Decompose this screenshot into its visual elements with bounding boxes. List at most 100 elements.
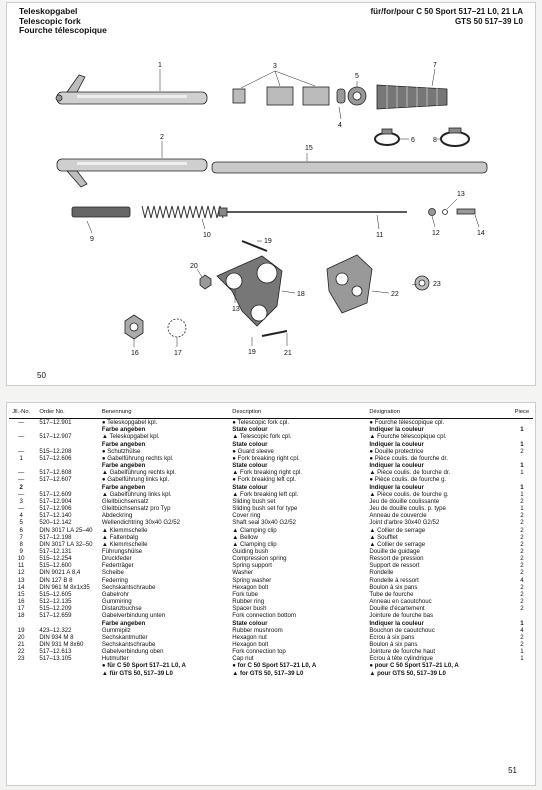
cell-pos: 12 xyxy=(17,569,25,577)
col-fr: Désignation xyxy=(369,409,400,415)
cell-fr: Support de ressort xyxy=(369,562,420,570)
cell-qty: 1 xyxy=(520,440,524,448)
cell-pos xyxy=(9,441,33,448)
cell-qty: 2 xyxy=(520,547,524,555)
part-compression-spring xyxy=(141,205,224,219)
cell-de: Gummipilz xyxy=(101,626,131,634)
callout-5: 5 xyxy=(355,73,359,80)
cell-pos: 16 xyxy=(17,598,25,606)
cell-fr: Jeu de douille coulissante xyxy=(369,497,440,505)
cell-fr: Ecrou à tête cylindrique xyxy=(369,655,434,663)
cell-de: Abdeckring xyxy=(101,512,133,520)
part-hexagon-nut xyxy=(199,274,212,290)
cell-en: ● Fork breaking right cpl. xyxy=(232,454,300,462)
cell-fr: Ecrou à six pans xyxy=(369,633,415,641)
cell-order: DIN 931 M 8x60 xyxy=(39,641,84,648)
cell-fr: Boulon à six pans xyxy=(369,583,418,591)
cell-fr: ▲ Collier de serrage xyxy=(369,540,426,548)
cell-de: ▲ Klemmschelle xyxy=(101,540,148,548)
cell-fr: ● Douille protectrice xyxy=(369,447,424,455)
cell-fr: ▲ Pièce coulis. de fourche g. xyxy=(369,490,449,498)
cell-pos: 11 xyxy=(17,562,25,570)
cell-pos: 17 xyxy=(17,605,25,613)
cell-order: 517–12.659 xyxy=(39,612,72,620)
cell-en: Hexagon nut xyxy=(232,633,267,641)
cell-qty xyxy=(511,670,533,677)
cell-qty xyxy=(511,612,533,619)
cell-qty: 2 xyxy=(520,497,524,505)
cell-qty: 2 xyxy=(520,590,524,598)
cell-fr: Indiquer la couleur xyxy=(369,426,424,434)
cell-pos xyxy=(9,670,33,677)
cell-order: 517–12.904 xyxy=(39,497,72,505)
callout-16: 16 xyxy=(131,350,139,357)
cell-en: Fork connection bottom xyxy=(232,612,296,620)
part-fork-slider-left xyxy=(56,158,208,188)
cell-qty: 2 xyxy=(520,569,524,577)
cell-en: ● Telescopic fork cpl. xyxy=(232,419,290,427)
cell-de: ▲ für GTS 50, 517–39 L0 xyxy=(101,669,173,677)
cell-fr: Boulon à six pans xyxy=(369,641,418,648)
part-hexagon-bolt xyxy=(456,208,476,215)
cell-de: Gabelrohr xyxy=(101,590,129,598)
cell-de: Sechskantmutter xyxy=(101,633,148,641)
cell-de: Gummiring xyxy=(101,598,132,606)
cell-en: ▲ Fork breaking left cpl. xyxy=(232,490,299,498)
cell-de: Wellendichtring 30x40 G2/52 xyxy=(101,519,180,527)
cell-en: ▲ Clamping clip xyxy=(232,540,277,548)
callout-1: 1 xyxy=(158,62,162,69)
cell-qty: 1 xyxy=(520,619,524,627)
cell-qty xyxy=(511,455,533,462)
cell-qty: 2 xyxy=(520,526,524,534)
cell-order: DIN 127 B 8 xyxy=(39,576,73,584)
cell-qty: 2 xyxy=(520,533,524,541)
cell-qty: 2 xyxy=(520,447,524,455)
cell-order: DIN 934 M 8 xyxy=(39,633,74,641)
cell-de: ▲ Gabelführung links kpl. xyxy=(101,490,172,498)
cell-pos: 23 xyxy=(17,655,25,663)
part-cover-ring xyxy=(336,88,346,104)
col-order: Order No. xyxy=(39,409,65,415)
cell-de: Federring xyxy=(101,576,128,584)
cell-order: 517–12.606 xyxy=(39,454,72,462)
cell-de: Gabelverbindung oben xyxy=(101,648,164,656)
cell-en: State colour xyxy=(232,426,268,434)
cell-de: ● Gabelführung links kpl. xyxy=(101,476,170,484)
part-clamping-clip-small xyxy=(374,128,400,146)
cell-pos: 14 xyxy=(17,583,25,591)
cell-qty: 1 xyxy=(520,505,524,513)
parts-table-body: —517–12.901● Teleskopgabel kpl.● Telesco… xyxy=(9,419,533,677)
cell-en: Spring support xyxy=(232,562,272,570)
cell-fr: ● Fourche télescopique cpl. xyxy=(369,419,445,427)
col-en: Description xyxy=(232,409,262,415)
cell-fr: ● Pièce coulis. de fourche g. xyxy=(369,476,447,484)
cell-fr: Ressort de pression xyxy=(369,555,424,563)
illustration-page: Teleskopgabel Telescopic fork Fourche té… xyxy=(6,2,536,386)
cell-qty: 1 xyxy=(520,648,524,656)
page-number-left: 50 xyxy=(37,371,46,380)
cell-order xyxy=(33,441,102,448)
table-row: —515–12.208● Schutzhülse● Guard sleeve● … xyxy=(9,448,533,455)
cell-pos: 1 xyxy=(19,454,23,462)
cell-order: 517–12.140 xyxy=(39,512,72,520)
cell-order: DIN 961 M 8x1x35 xyxy=(39,583,90,591)
cell-qty: 2 xyxy=(520,633,524,641)
cell-pos xyxy=(9,662,33,669)
cell-en: State colour xyxy=(232,483,268,491)
models-line-2: GTS 50 517–39 L0 xyxy=(454,16,523,26)
cell-order xyxy=(33,620,102,627)
cell-qty xyxy=(511,662,533,669)
cell-de: ▲ Faltenbalg xyxy=(101,533,139,541)
cell-en: ● Guard sleeve xyxy=(232,447,274,455)
cell-pos: — xyxy=(18,447,25,455)
cell-de: ▲ Teleskopgabel kpl. xyxy=(101,433,160,441)
title-en: Telescopic fork xyxy=(19,15,81,26)
cell-order xyxy=(33,426,102,433)
